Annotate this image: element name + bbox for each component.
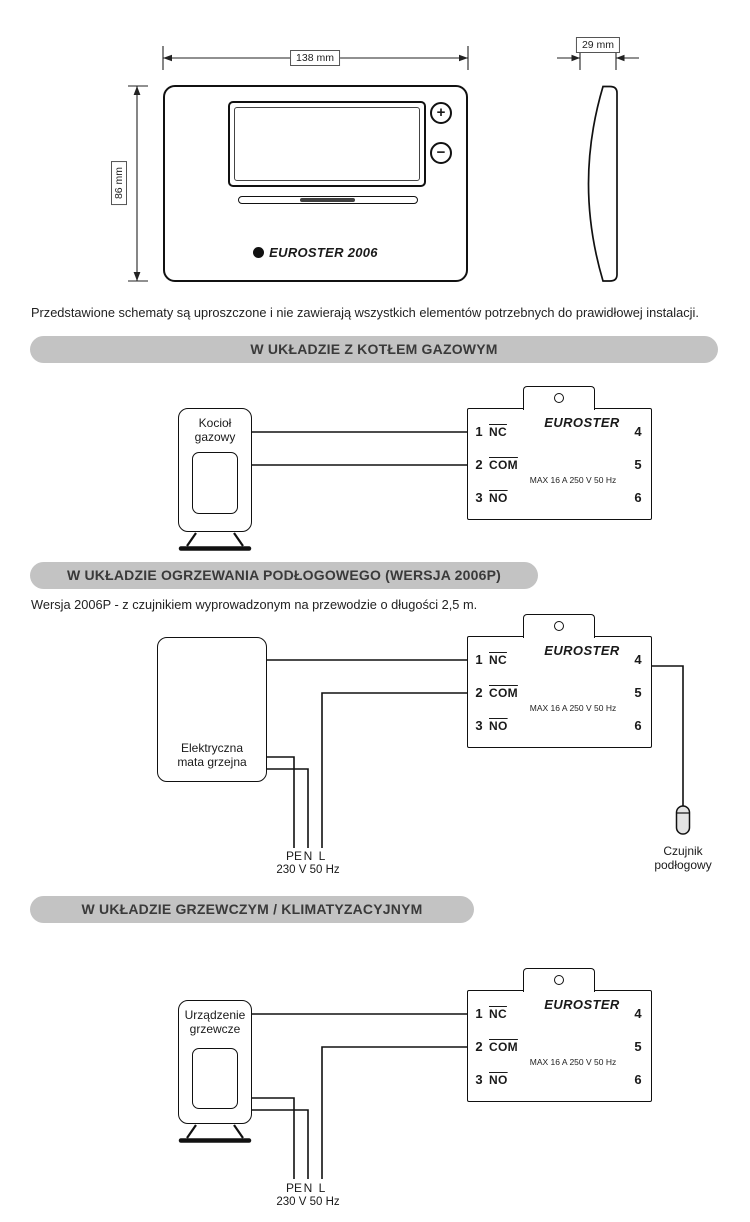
wiring-gas xyxy=(252,431,467,466)
terminal-no-label: NO xyxy=(489,1073,508,1087)
floor-version-note: Wersja 2006P - z czujnikiem wyprowadzony… xyxy=(31,597,478,612)
terminal-3: 3 xyxy=(475,718,483,733)
terminal-5: 5 xyxy=(634,685,642,700)
n-label: N xyxy=(303,1181,313,1195)
thermostat-display-inner xyxy=(234,107,420,181)
terminal-5: 5 xyxy=(634,457,642,472)
minus-button: − xyxy=(430,142,452,164)
heating-device-label-1: Urządzenie xyxy=(184,1008,246,1022)
heating-mat-box: Elektryczna mata grzejna xyxy=(157,637,267,782)
terminal-com-label: COM xyxy=(489,1040,518,1054)
gas-boiler-label-2: gazowy xyxy=(194,430,236,444)
terminal-nc-label: NC xyxy=(489,425,507,439)
section-title-gas: W UKŁADZIE Z KOTŁEM GAZOWYM xyxy=(30,336,718,363)
relay-module-gas: EUROSTER 1 2 3 NC COM NO 4 5 6 MAX 16 A … xyxy=(467,386,652,520)
relay-body xyxy=(467,990,652,1102)
relay-body xyxy=(467,408,652,520)
floor-sensor-label-1: Czujnik xyxy=(663,844,703,858)
relay-mounting-tab xyxy=(523,614,595,638)
relay-mounting-tab xyxy=(523,968,595,992)
terminal-5: 5 xyxy=(634,1039,642,1054)
pe-label: PE xyxy=(285,1181,303,1195)
dimension-depth xyxy=(557,46,639,70)
terminal-nc-label: NC xyxy=(489,653,507,667)
mains-label: 230 V 50 Hz xyxy=(276,1196,340,1208)
relay-mounting-tab xyxy=(523,386,595,410)
terminal-com-label: COM xyxy=(489,458,518,472)
heater-stand-icon xyxy=(181,1125,249,1141)
relay-rating: MAX 16 A 250 V 50 Hz xyxy=(529,475,617,485)
terminal-no-label: NO xyxy=(489,719,508,733)
relay-rating: MAX 16 A 250 V 50 Hz xyxy=(529,703,617,713)
terminal-2: 2 xyxy=(475,457,483,472)
heating-device-box: Urządzenie grzewcze xyxy=(178,1000,252,1124)
heating-mat-label-1: Elektryczna xyxy=(180,741,244,755)
terminal-3: 3 xyxy=(475,490,483,505)
mounting-hole-icon xyxy=(554,621,564,631)
relay-body xyxy=(467,636,652,748)
terminal-4: 4 xyxy=(634,424,642,439)
plus-button: + xyxy=(430,102,452,124)
relay-rating: MAX 16 A 250 V 50 Hz xyxy=(529,1057,617,1067)
width-dimension-label: 138 mm xyxy=(290,50,340,66)
l-label: L xyxy=(318,849,326,863)
thermostat-display xyxy=(228,101,426,187)
l-label: L xyxy=(318,1181,326,1195)
euroster-logo-icon xyxy=(253,247,265,258)
terminal-nc-label: NC xyxy=(489,1007,507,1021)
terminal-com-label: COM xyxy=(489,686,518,700)
relay-brand: EUROSTER xyxy=(544,415,620,430)
heating-device-label-2: grzewcze xyxy=(189,1022,241,1036)
wiring-hvac xyxy=(251,1013,467,1179)
device-logo: EUROSTER 2006 xyxy=(163,245,468,260)
floor-sensor-icon xyxy=(675,805,691,835)
terminal-6: 6 xyxy=(634,718,642,733)
section-title-hvac: W UKŁADZIE GRZEWCZYM / KLIMATYZACYJNYM xyxy=(30,896,474,923)
thermostat-front-view xyxy=(163,85,468,282)
terminal-3: 3 xyxy=(475,1072,483,1087)
wiring-floor xyxy=(266,659,684,848)
mounting-hole-icon xyxy=(554,975,564,985)
mounting-hole-icon xyxy=(554,393,564,403)
flame-window xyxy=(192,1048,238,1109)
burner-window xyxy=(192,452,238,514)
terminal-1: 1 xyxy=(475,652,483,667)
relay-module-floor: EUROSTER 1 2 3 NC COM NO 4 5 6 MAX 16 A … xyxy=(467,614,652,748)
dimension-height xyxy=(128,85,148,282)
terminal-6: 6 xyxy=(634,1072,642,1087)
terminal-no-label: NO xyxy=(489,491,508,505)
floor-sensor-label-2: podłogowy xyxy=(654,858,712,872)
n-label: N xyxy=(303,849,313,863)
height-dimension-label: 86 mm xyxy=(111,160,127,206)
heating-mat-label-2: mata grzejna xyxy=(177,755,247,769)
terminal-1: 1 xyxy=(475,1006,483,1021)
pe-label: PE xyxy=(285,849,303,863)
intro-note: Przedstawione schematy są uproszczone i … xyxy=(31,305,699,320)
depth-dimension-label: 29 mm xyxy=(575,37,621,53)
relay-brand: EUROSTER xyxy=(544,997,620,1012)
terminal-1: 1 xyxy=(475,424,483,439)
terminal-4: 4 xyxy=(634,652,642,667)
thermostat-side-view xyxy=(587,85,618,282)
boiler-stand-icon xyxy=(181,533,249,549)
gas-boiler-box: Kocioł gazowy xyxy=(178,408,252,532)
relay-module-hvac: EUROSTER 1 2 3 NC COM NO 4 5 6 MAX 16 A … xyxy=(467,968,652,1102)
terminal-4: 4 xyxy=(634,1006,642,1021)
mains-label: 230 V 50 Hz xyxy=(276,864,340,876)
terminal-2: 2 xyxy=(475,685,483,700)
terminal-6: 6 xyxy=(634,490,642,505)
terminal-2: 2 xyxy=(475,1039,483,1054)
relay-brand: EUROSTER xyxy=(544,643,620,658)
thermostat-slot xyxy=(238,196,418,204)
device-brand-text: EUROSTER 2006 xyxy=(269,245,378,260)
gas-boiler-label-1: Kocioł xyxy=(198,416,232,430)
thermostat-slot-insert xyxy=(300,198,355,202)
section-title-floor: W UKŁADZIE OGRZEWANIA PODŁOGOWEGO (WERSJ… xyxy=(30,562,538,589)
